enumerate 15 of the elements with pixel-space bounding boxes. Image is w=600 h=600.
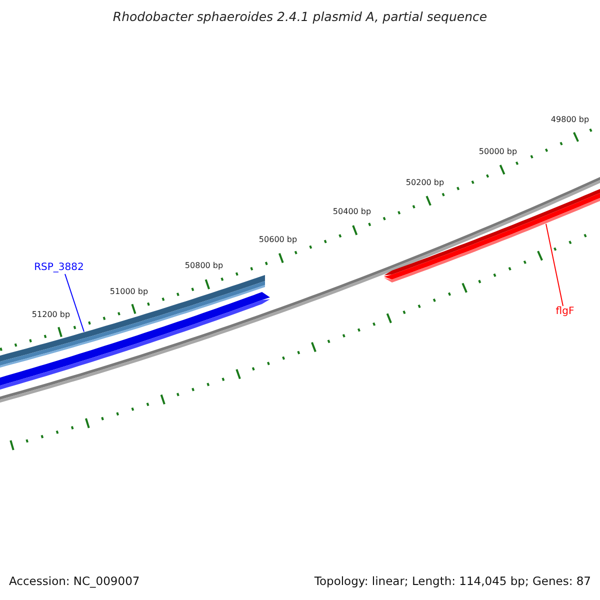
scale-label: 51200 bp — [32, 311, 70, 319]
gene-label: flgF — [556, 307, 574, 317]
sequence-summary: Topology: linear; Length: 114,045 bp; Genes: 87 — [314, 576, 591, 588]
scale-label: 50000 bp — [478, 148, 518, 156]
scale-label: 50800 bp — [184, 262, 224, 270]
scale-label: 51000 bp — [110, 288, 148, 296]
scale-label: 49800 bp — [550, 116, 590, 124]
gene-arrow — [384, 188, 600, 283]
gene-label: RSP_3882 — [34, 263, 84, 273]
accession-note: Accession: NC_009007 — [9, 576, 140, 588]
leader-line — [64, 274, 84, 332]
scale-label: 50600 bp — [258, 236, 298, 244]
map-title: Rhodobacter sphaeroides 2.4.1 plasmid A, partial sequence — [112, 11, 488, 24]
scale-label: 50400 bp — [332, 208, 372, 216]
gene-bar — [0, 274, 265, 368]
